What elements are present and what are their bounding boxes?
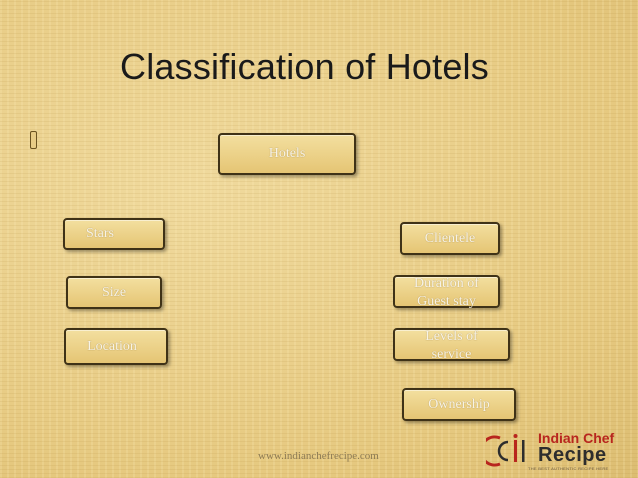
- node-hotels-label: Hotels: [268, 146, 306, 161]
- node-location-label: Location: [87, 338, 137, 354]
- slide-title: Classification of Hotels: [120, 46, 489, 87]
- footer-url: www.indianchefrecipe.com: [258, 450, 379, 462]
- node-hotels: Hotels: [218, 133, 356, 175]
- node-duration: Duration of Guest stay: [393, 275, 500, 309]
- bullet-marker: [30, 131, 37, 149]
- node-duration-label-line2: Guest stay: [417, 293, 476, 309]
- logo-text-line2: Recipe: [538, 444, 607, 466]
- node-levels-label-line1: Levels of: [425, 328, 478, 344]
- node-ownership-label: Ownership: [428, 396, 490, 412]
- logo-tagline: THE BEST AUTHENTIC RECIPE HERE: [528, 466, 609, 471]
- node-stars: Stars: [63, 218, 165, 250]
- node-size-label: Size: [101, 284, 127, 300]
- chef-logo-icon: [486, 434, 525, 467]
- logo-text-line1: Indian Chef: [538, 430, 615, 446]
- node-levels: Levels of service: [393, 328, 510, 362]
- logo: Indian Chef Recipe THE BEST AUTHENTIC RE…: [484, 428, 626, 472]
- node-stars-label: Stars: [86, 226, 114, 241]
- node-size: Size: [66, 276, 162, 309]
- node-clientele: Clientele: [400, 222, 500, 255]
- node-location: Location: [64, 328, 168, 365]
- node-duration-label-line1: Duration of: [414, 275, 479, 291]
- node-clientele-label: Clientele: [424, 230, 476, 246]
- node-ownership: Ownership: [402, 388, 516, 421]
- node-levels-label-line2: service: [431, 346, 472, 362]
